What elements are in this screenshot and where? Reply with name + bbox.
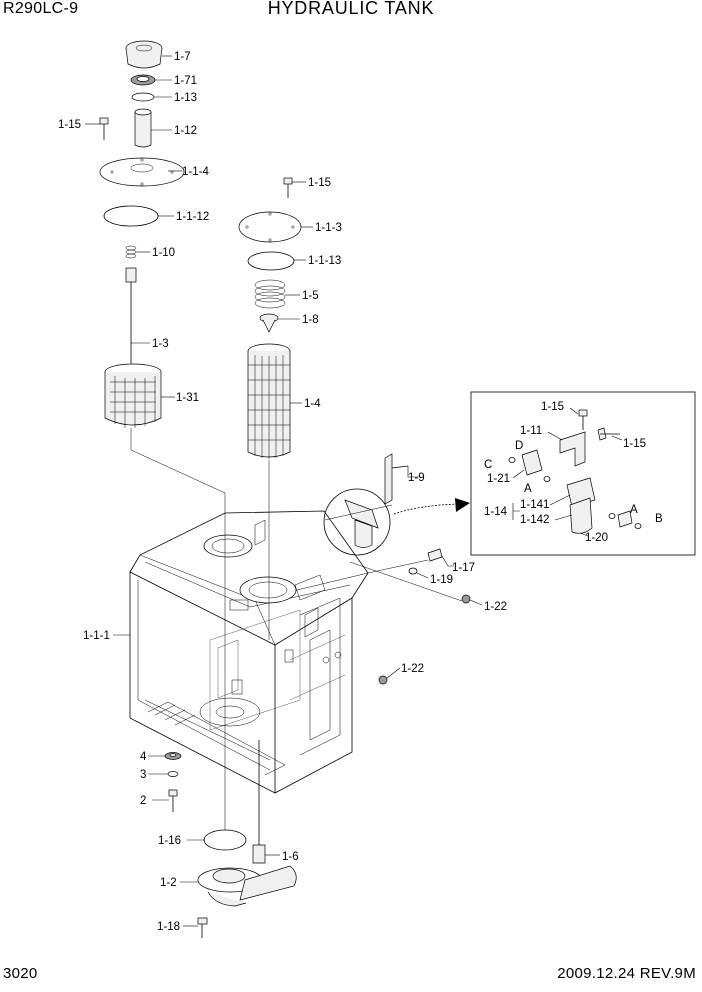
callout-1-8: 1-8 xyxy=(302,314,319,326)
part-1-13-oring xyxy=(131,92,155,102)
part-1-8-valve xyxy=(259,313,279,333)
part-1-10-spring xyxy=(125,245,137,259)
page-number: 3020 xyxy=(3,965,38,982)
callout-1-16: 1-16 xyxy=(158,835,181,847)
part-1-71-ring xyxy=(130,74,156,86)
part-1-1-13-oring xyxy=(247,251,295,271)
detail-callout-1-20: 1-20 xyxy=(585,532,608,544)
detail-box: 1-15 1-15 1-11 D C 1-21 A 1-14 1-141 1-1… xyxy=(470,391,696,556)
callout-1-7: 1-7 xyxy=(174,51,191,63)
callout-1-3: 1-3 xyxy=(152,338,169,350)
part-1-12-tube xyxy=(134,108,152,148)
callout-1-15-left: 1-15 xyxy=(58,119,81,131)
callout-1-5: 1-5 xyxy=(302,290,319,302)
tank-body xyxy=(129,510,369,794)
callout-1-1-4: 1-1-4 xyxy=(182,166,209,178)
part-1-22-plug-lower xyxy=(378,675,388,685)
callout-2: 2 xyxy=(140,795,146,807)
part-1-1-4-plate xyxy=(99,157,185,187)
callouts-main: 1-7 1-71 1-13 1-12 1-15 1-1-4 1-1-12 1-1… xyxy=(58,51,507,933)
part-1-18-bolt xyxy=(197,917,208,938)
part-1-22-plug-upper xyxy=(461,594,471,604)
part-1-6-fitting xyxy=(252,740,266,864)
revision-date: 2009.12.24 REV.9M xyxy=(557,965,696,982)
callout-1-9: 1-9 xyxy=(408,472,425,484)
callout-1-6: 1-6 xyxy=(282,851,299,863)
detail-callout-C: C xyxy=(484,459,492,471)
part-1-31-strainer xyxy=(104,363,162,428)
part-2-bolt xyxy=(168,789,178,812)
page-title: HYDRAULIC TANK xyxy=(267,0,435,18)
part-1-1-3-cover xyxy=(238,211,302,243)
callout-1-18: 1-18 xyxy=(157,921,180,933)
callout-1-10: 1-10 xyxy=(152,247,175,259)
detail-callout-B: B xyxy=(655,513,663,525)
callout-1-1-1: 1-1-1 xyxy=(83,630,110,642)
detail-callout-1-21: 1-21 xyxy=(487,473,510,485)
callout-1-1-12: 1-1-12 xyxy=(176,211,209,223)
detail-callout-1-15-right: 1-15 xyxy=(623,438,646,450)
part-4-washer xyxy=(164,752,182,760)
callout-1-31: 1-31 xyxy=(176,392,199,404)
callout-1-17: 1-17 xyxy=(452,562,475,574)
callout-1-15-center: 1-15 xyxy=(308,177,331,189)
part-1-16-oring xyxy=(203,829,247,851)
callout-1-2: 1-2 xyxy=(160,877,177,889)
part-1-7-cap xyxy=(125,40,163,69)
callout-1-22-lower: 1-22 xyxy=(401,663,424,675)
part-1-4-element xyxy=(247,343,291,459)
part-1-17-fitting xyxy=(427,548,443,562)
part-1-9-bracket xyxy=(384,453,409,505)
part-1-1-12-oring xyxy=(103,205,159,227)
detail-callout-A-right: A xyxy=(630,504,638,516)
detail-callout-1-142: 1-142 xyxy=(520,514,549,526)
part-1-3-rod xyxy=(125,267,137,368)
detail-callout-D: D xyxy=(515,440,523,452)
callout-1-1-13: 1-1-13 xyxy=(308,255,341,267)
part-1-19-oring xyxy=(408,567,418,575)
detail-callout-1-11: 1-11 xyxy=(520,425,542,437)
callout-1-22-upper: 1-22 xyxy=(484,601,507,613)
part-3-washer xyxy=(167,771,179,777)
callout-1-12: 1-12 xyxy=(174,125,197,137)
callout-4: 4 xyxy=(140,751,147,763)
detail-callout-A-left: A xyxy=(524,483,532,495)
callout-1-71: 1-71 xyxy=(174,75,197,87)
part-1-15-bolt-left xyxy=(99,117,109,140)
callout-3: 3 xyxy=(140,769,146,781)
callout-1-13: 1-13 xyxy=(174,92,197,104)
detail-callout-1-15-top: 1-15 xyxy=(541,401,564,413)
part-1-2-pipe xyxy=(197,865,297,907)
callout-1-19: 1-19 xyxy=(430,574,453,586)
callout-1-1-3: 1-1-3 xyxy=(315,222,342,234)
model-label: R290LC-9 xyxy=(3,0,79,17)
detail-callout-1-14: 1-14 xyxy=(484,506,508,518)
callout-1-4: 1-4 xyxy=(304,398,321,410)
part-1-5-spring xyxy=(254,279,286,309)
detail-magnifier xyxy=(323,488,470,556)
detail-callout-1-141: 1-141 xyxy=(520,499,549,511)
part-1-15-bolt-center xyxy=(283,177,293,198)
